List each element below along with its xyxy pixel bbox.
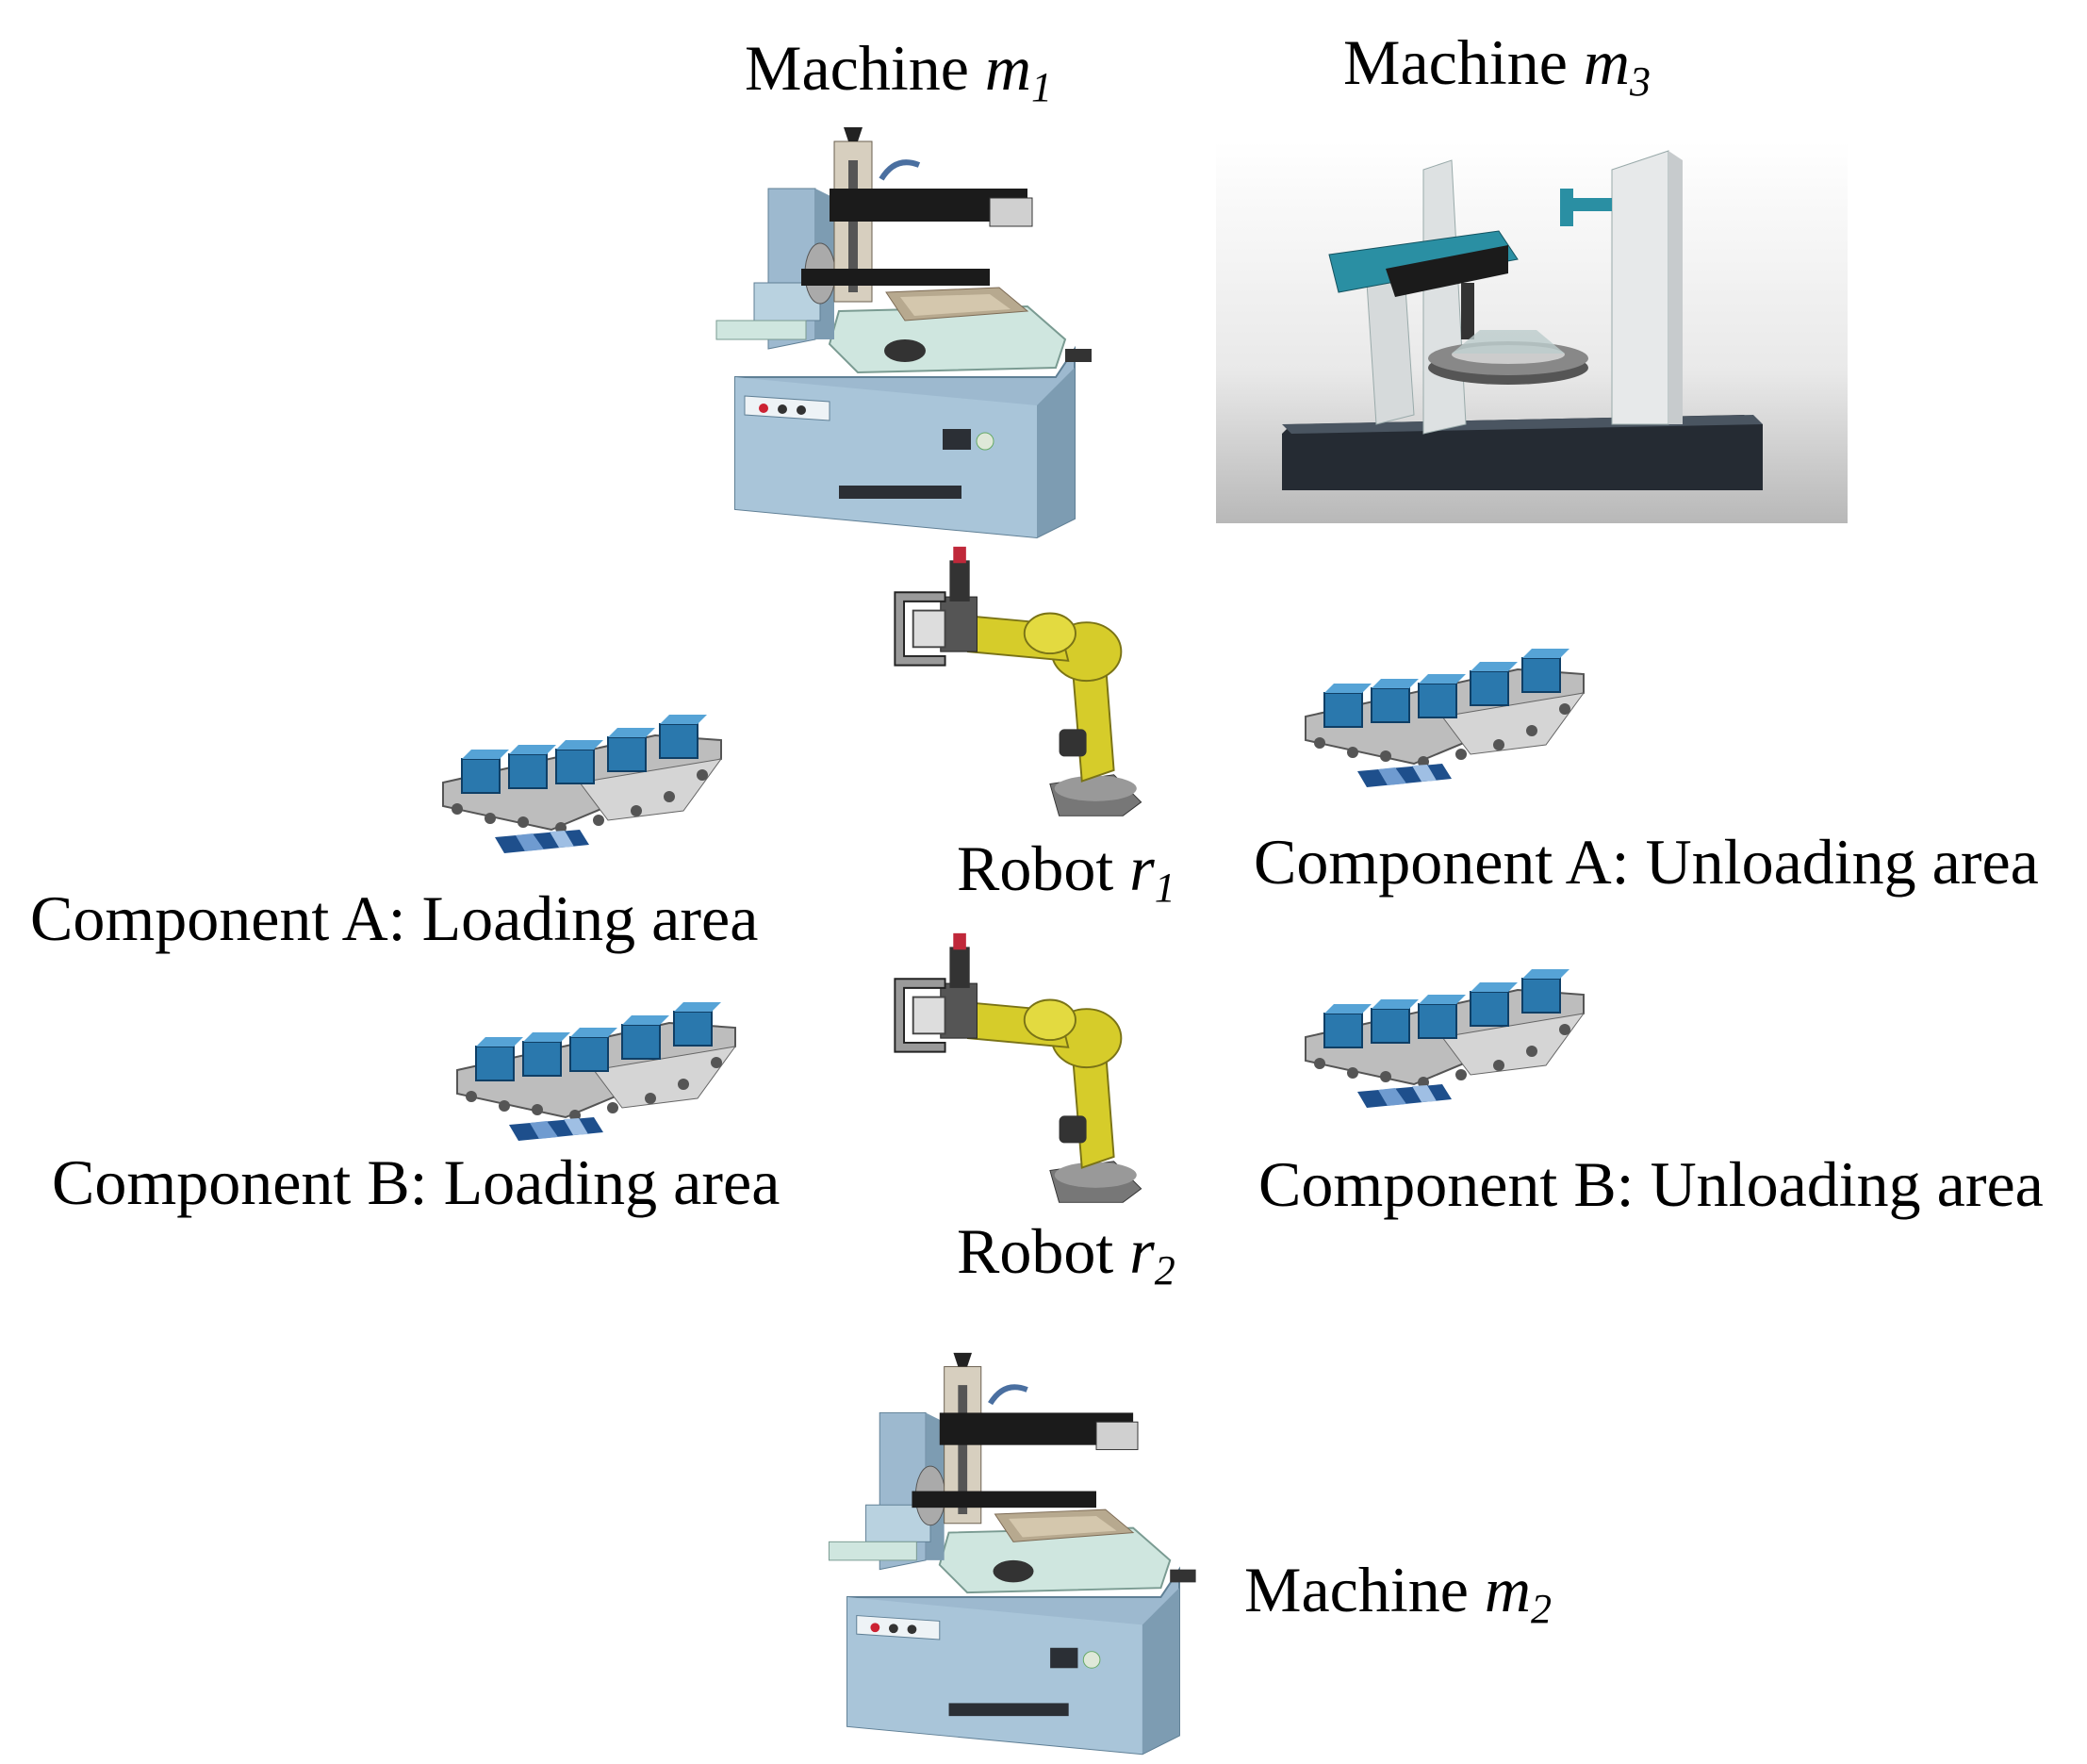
component-a-loading-label: Component A: Loading area bbox=[30, 882, 759, 954]
wire-edm-machine-icon bbox=[815, 1348, 1211, 1763]
industrial-robot-arm-icon bbox=[877, 929, 1159, 1212]
robot-r1-label: Robot r1 bbox=[957, 833, 1175, 911]
wire-edm-machine-icon bbox=[707, 123, 1103, 547]
conveyor-with-blocks-icon bbox=[1301, 966, 1593, 1113]
machine-m2-label: Machine m2 bbox=[1244, 1554, 1553, 1632]
machine-m1-label: Machine m1 bbox=[745, 32, 1053, 110]
robot-r2-label: Robot r2 bbox=[957, 1215, 1175, 1294]
conveyor-with-blocks-icon bbox=[1301, 646, 1593, 792]
industrial-robot-arm-icon bbox=[877, 542, 1159, 825]
machine-m3-label: Machine m3 bbox=[1343, 26, 1652, 105]
conveyor-with-blocks-icon bbox=[452, 999, 745, 1146]
component-a-unloading-label: Component A: Unloading area bbox=[1254, 826, 2039, 898]
component-b-unloading-label: Component B: Unloading area bbox=[1258, 1148, 2044, 1220]
gantry-measuring-machine-icon bbox=[1216, 141, 1848, 523]
conveyor-with-blocks-icon bbox=[438, 712, 731, 858]
component-b-loading-label: Component B: Loading area bbox=[52, 1146, 781, 1218]
